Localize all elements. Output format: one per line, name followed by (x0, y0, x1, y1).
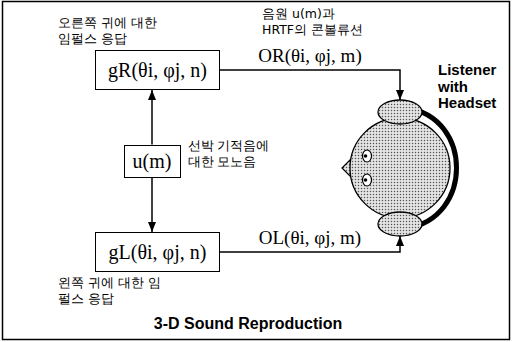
formula-text: gL(θi, φj, n) (109, 241, 207, 264)
eye-pupil (364, 178, 368, 182)
impulse-response-box: gL(θi, φj, n)왼쪽 귀에 대한 임펄스 응답 (95, 232, 220, 272)
ear-cup (378, 212, 422, 236)
frame-border (3, 2, 510, 340)
headband-arc (407, 108, 457, 228)
formula-text: u(m) (133, 150, 172, 173)
eye-shape (363, 150, 372, 162)
signal-arrow (151, 90, 153, 145)
listener-head: Listener with Headset (345, 100, 455, 236)
ear-cup (378, 100, 422, 124)
impulse-response-box: 오른쪽 귀에 대한 임펄스 응답gR(θi, φj, n) (95, 50, 220, 90)
box-caption: 왼쪽 귀에 대한 임펄스 응답 (58, 275, 164, 308)
box-caption: 오른쪽 귀에 대한 임펄스 응답 (58, 15, 164, 48)
listener-label: Listener with Headset (438, 62, 506, 112)
signal-arrow (151, 178, 153, 233)
formula-text: gR(θi, φj, n) (108, 59, 207, 82)
head-circle (350, 118, 450, 218)
signal-label: OL(θi, φj, m) (257, 227, 363, 249)
note-label: 음원 u(m)과 HRTF의 콘볼류션 (262, 6, 370, 39)
signal-arrow (220, 70, 400, 100)
box-caption: 선박 기적음에 대한 모노음 (188, 138, 276, 171)
source-box: u(m)선박 기적음에 대한 모노음 (124, 145, 181, 178)
head-outline (345, 100, 455, 236)
signal-label: OR(θi, φj, m) (256, 45, 363, 67)
figure-caption: 3-D Sound Reproduction (148, 314, 348, 333)
eye-pupil (364, 154, 368, 158)
eye-shape (363, 174, 372, 186)
